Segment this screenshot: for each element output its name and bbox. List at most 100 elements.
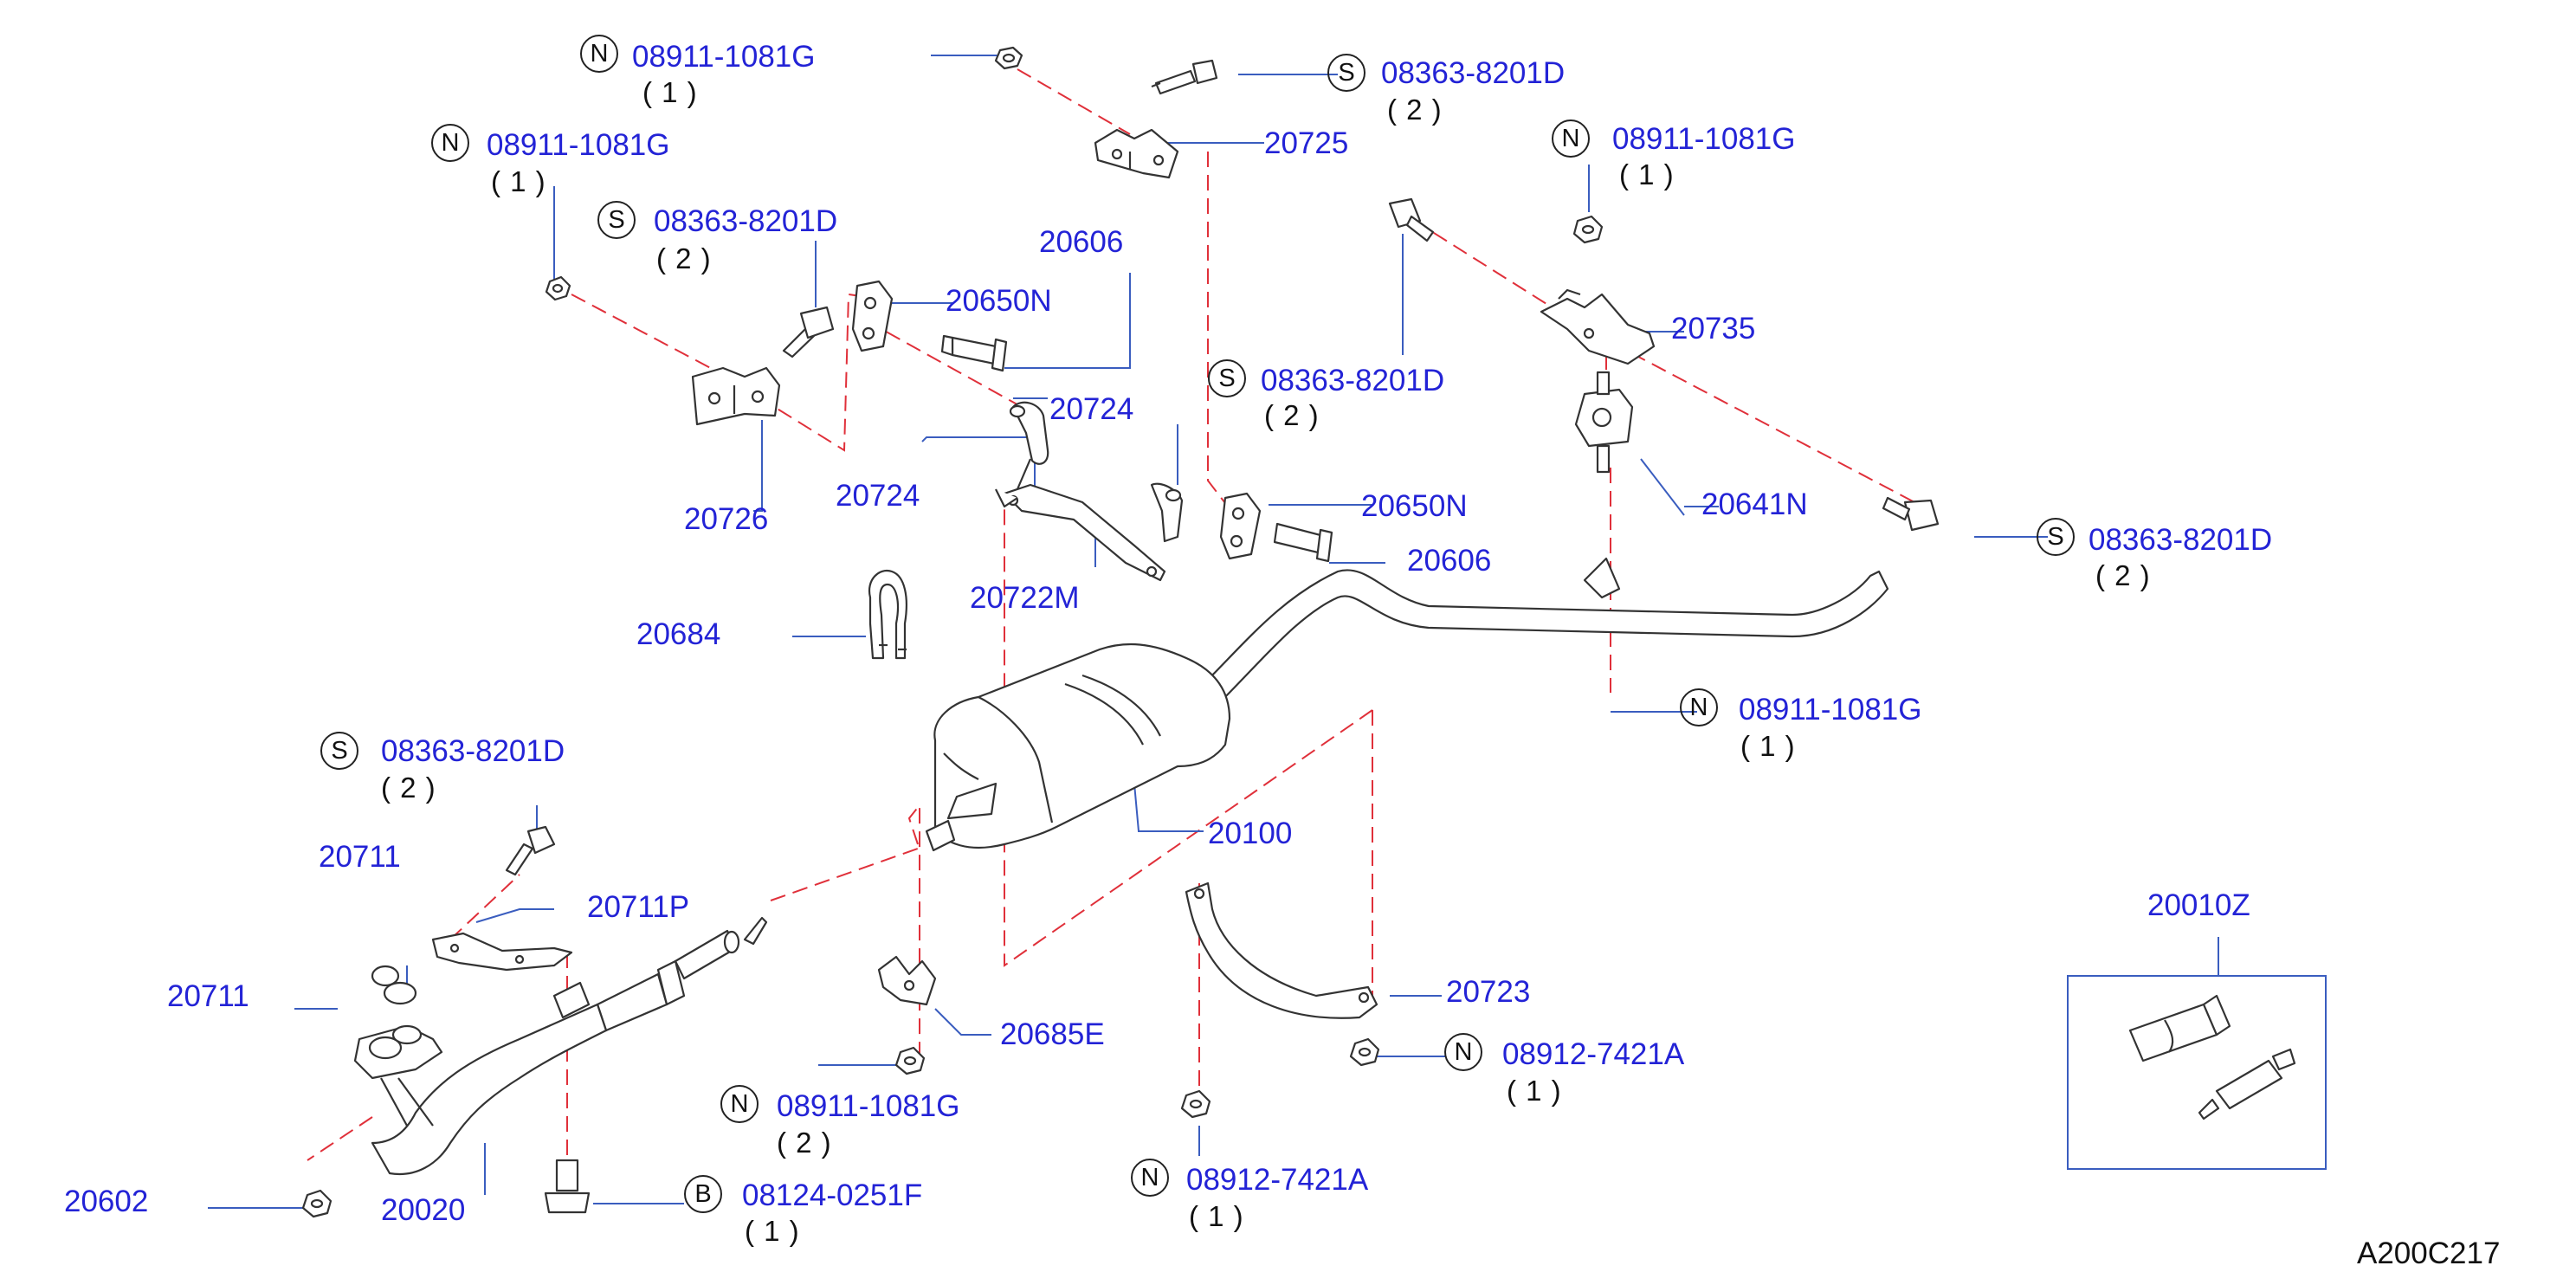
part-number-label[interactable]: 20010Z — [2147, 888, 2250, 922]
part-number-label[interactable]: 08363-8201D — [381, 734, 565, 768]
pin-20606-icon — [1273, 522, 1333, 563]
part-number-label[interactable]: 20100 — [1208, 817, 1293, 850]
drawing-code: A200C217 — [2357, 1237, 2501, 1270]
bracket-20725-icon — [1094, 128, 1179, 179]
front-pipe-20020-icon — [353, 916, 768, 1176]
category-badge: S — [320, 732, 358, 770]
heatshield-20711p-icon — [431, 932, 573, 972]
part-number-label[interactable]: 08911-1081G — [1739, 693, 1922, 726]
quantity-label: ( 2 ) — [1387, 94, 1443, 126]
bracket-20726-icon — [691, 366, 781, 426]
part-number-label[interactable]: 20724 — [1049, 392, 1134, 426]
category-badge: S — [597, 201, 636, 239]
bracket-20723-icon — [1185, 881, 1378, 1019]
nut-icon — [894, 1046, 926, 1075]
part-number-label[interactable]: 20020 — [381, 1193, 466, 1227]
hanger-20724-icon — [1150, 482, 1184, 543]
part-number-label[interactable]: 08124-0251F — [742, 1178, 923, 1212]
nut-icon — [545, 275, 571, 301]
bolt-icon — [782, 306, 835, 358]
nut-icon — [301, 1189, 332, 1218]
part-number-label[interactable]: 20726 — [684, 502, 769, 536]
bolt-icon — [1388, 197, 1435, 242]
clip-20685e-icon — [877, 955, 937, 1006]
part-number-label[interactable]: 08912-7421A — [1502, 1037, 1685, 1071]
nut-icon — [994, 46, 1023, 70]
category-badge: N — [720, 1085, 759, 1123]
part-number-label[interactable]: 20606 — [1039, 225, 1124, 259]
bolt-icon — [544, 1159, 591, 1214]
category-badge: B — [684, 1175, 722, 1213]
quantity-label: ( 2 ) — [1264, 399, 1320, 431]
part-number-label[interactable]: 20650N — [1361, 489, 1468, 523]
quantity-label: ( 1 ) — [745, 1215, 800, 1247]
quantity-label: ( 2 ) — [381, 772, 436, 804]
insulator-20650n-icon — [851, 280, 894, 352]
part-number-label[interactable]: 20711P — [587, 890, 690, 924]
bolt-icon — [1151, 59, 1218, 95]
part-number-label[interactable]: 08911-1081G — [777, 1089, 960, 1123]
category-badge: S — [1327, 54, 1365, 92]
category-badge: N — [1131, 1159, 1169, 1197]
quantity-label: ( 1 ) — [642, 76, 698, 108]
hanger-20724-icon — [1004, 401, 1049, 495]
nut-icon — [1572, 215, 1604, 244]
quantity-label: ( 2 ) — [656, 242, 712, 274]
assembly-dashed-lines — [307, 68, 1932, 1161]
part-number-label[interactable]: 20641N — [1701, 488, 1808, 521]
part-number-label[interactable]: 20650N — [946, 284, 1052, 318]
repair-kit-box — [2067, 975, 2327, 1170]
repair-kit-20010z-icon — [2128, 994, 2296, 1120]
quantity-label: ( 1 ) — [491, 165, 546, 197]
ubolt-20684-icon — [868, 569, 907, 660]
part-number-label[interactable]: 08911-1081G — [632, 40, 816, 74]
muffler-20100-icon — [925, 642, 1231, 852]
part-number-label[interactable]: 20602 — [64, 1185, 149, 1218]
category-badge: S — [1208, 359, 1246, 397]
part-number-label[interactable]: 20606 — [1407, 544, 1492, 578]
pin-20606-icon — [940, 334, 1008, 372]
gasket-20711-icon — [371, 965, 417, 1005]
part-number-label[interactable]: 08911-1081G — [1612, 122, 1796, 156]
category-badge: N — [1552, 119, 1590, 158]
leader-lines — [208, 55, 2219, 1209]
part-number-label[interactable]: 20711 — [167, 979, 249, 1013]
category-badge: S — [2037, 518, 2075, 556]
quantity-label: ( 1 ) — [1189, 1200, 1244, 1232]
part-number-label[interactable]: 20723 — [1446, 975, 1531, 1009]
part-number-label[interactable]: 08911-1081G — [487, 128, 670, 162]
bolt-icon — [505, 825, 556, 876]
part-number-label[interactable]: 20735 — [1671, 312, 1756, 345]
part-number-label[interactable]: 20684 — [636, 617, 721, 651]
bracket-20735-icon — [1540, 288, 1656, 365]
nut-icon — [1349, 1037, 1380, 1067]
part-number-label[interactable]: 08363-8201D — [1261, 364, 1445, 397]
quantity-label: ( 2 ) — [777, 1127, 832, 1159]
bracket-20722m-icon — [995, 483, 1166, 582]
part-number-label[interactable]: 20725 — [1264, 126, 1349, 160]
category-badge: N — [580, 35, 618, 73]
nut-icon — [1180, 1089, 1211, 1119]
category-badge: N — [431, 124, 469, 162]
quantity-label: ( 1 ) — [1619, 158, 1675, 190]
part-number-label[interactable]: 20722M — [970, 581, 1080, 615]
quantity-label: ( 1 ) — [1740, 730, 1796, 762]
quantity-label: ( 1 ) — [1507, 1075, 1562, 1107]
insulator-20650n-icon — [1219, 492, 1262, 560]
part-number-label[interactable]: 20685E — [1000, 1017, 1105, 1051]
bolt-icon — [1882, 496, 1940, 532]
part-number-label[interactable]: 20724 — [836, 479, 920, 513]
part-number-label[interactable]: 08363-8201D — [1381, 56, 1566, 90]
part-number-label[interactable]: 08363-8201D — [654, 204, 838, 238]
quantity-label: ( 2 ) — [2095, 559, 2151, 591]
category-badge: N — [1444, 1033, 1482, 1071]
category-badge: N — [1680, 688, 1718, 726]
part-artwork — [301, 46, 2296, 1218]
clamp-20641n-icon — [1574, 371, 1634, 474]
part-number-label[interactable]: 20711 — [319, 840, 401, 874]
part-number-label[interactable]: 08363-8201D — [2089, 523, 2273, 557]
tailpipe-icon — [1202, 557, 1889, 707]
part-number-label[interactable]: 08912-7421A — [1186, 1163, 1369, 1197]
